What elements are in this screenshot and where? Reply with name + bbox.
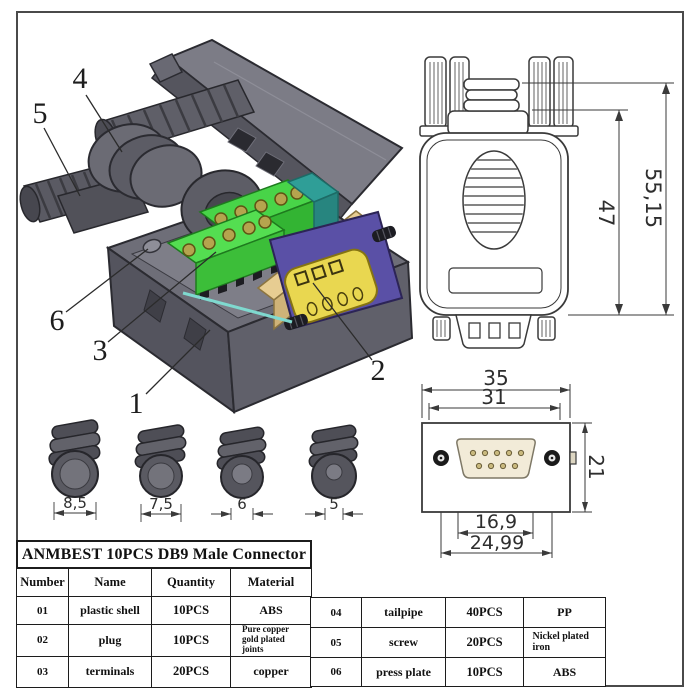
cell-material: ABS [230, 596, 312, 625]
parts-table-left: Number Name Quantity Material 01 plastic… [16, 568, 312, 688]
cell-material: Nickel plated iron [523, 627, 606, 658]
grommet-dim-arrows [54, 510, 353, 517]
dim-pin-span-label: 16,9 [475, 511, 517, 533]
cell-material: PP [523, 597, 606, 628]
header-quantity: Quantity [151, 568, 231, 597]
table-row: 05 screw 20PCS Nickel plated iron [310, 627, 606, 658]
callout-4: 4 [73, 62, 88, 95]
dim-screw-span-label: 24,99 [470, 532, 524, 554]
table-row: 06 press plate 10PCS ABS [310, 657, 606, 687]
grommet-6 [216, 426, 267, 499]
callout-3: 3 [93, 334, 108, 367]
mounting-screws [433, 450, 560, 466]
grommet-6-label: 6 [237, 495, 247, 513]
table-row: 01 plastic shell 10PCS ABS [16, 596, 312, 625]
header-number: Number [16, 568, 69, 597]
top-view-dimensions [522, 82, 674, 316]
cell-name: press plate [361, 657, 446, 687]
dim-inner-width-label: 31 [481, 385, 506, 409]
grommet-85 [48, 419, 101, 498]
callout-leaders [43, 94, 373, 395]
cell-number: 04 [310, 597, 362, 628]
callout-5: 5 [33, 97, 48, 130]
cell-name: plastic shell [68, 596, 152, 625]
front-view-figure: 35 31 21 16,9 24,99 [421, 366, 608, 558]
table-title: ANMBEST 10PCS DB9 Male Connector [16, 540, 312, 569]
dim-total-height-label: 55,15 [641, 168, 665, 228]
callout-1: 1 [129, 387, 144, 420]
jack-screws-part [284, 225, 396, 331]
side-tab [569, 451, 577, 465]
cell-name: tailpipe [361, 597, 446, 628]
cell-number: 06 [310, 657, 362, 687]
pin-holes [469, 449, 525, 470]
cell-name: screw [361, 627, 446, 658]
cell-name: plug [68, 624, 152, 657]
grommet-5-label: 5 [329, 495, 339, 513]
grommet-75 [134, 424, 187, 498]
cell-number: 05 [310, 627, 362, 658]
dim-height-label: 21 [584, 454, 608, 479]
shell-top [419, 132, 569, 316]
top-view-arrows [615, 83, 670, 315]
table-row: 03 terminals 20PCS copper [16, 655, 312, 688]
terminal-blocks-part [166, 172, 340, 300]
plug-rear [432, 314, 556, 349]
top-view-figure: 47 55,15 [419, 56, 674, 349]
cell-material: ABS [523, 657, 606, 687]
cell-material: Pure copper gold plated joints [230, 624, 312, 657]
header-name: Name [68, 568, 152, 597]
front-view-arrows [422, 387, 588, 556]
grommet-5 [308, 424, 359, 499]
table-header-row: Number Name Quantity Material [16, 568, 312, 597]
cell-number: 02 [16, 624, 69, 657]
cell-quantity: 40PCS [445, 597, 524, 628]
gland-top [447, 78, 529, 136]
exploded-view-figure: 4 5 6 3 1 2 [19, 38, 414, 420]
grommet-75-label: 7,5 [149, 495, 173, 513]
cell-material-text: Pure copper gold plated joints [242, 624, 289, 654]
cell-name: terminals [68, 655, 152, 688]
cell-quantity: 10PCS [151, 624, 231, 657]
callout-2: 2 [371, 354, 386, 387]
table-row: 02 plug 10PCS Pure copper gold plated jo… [16, 624, 312, 657]
callout-6: 6 [50, 304, 65, 337]
dim-outer-width-label: 35 [483, 366, 508, 390]
cell-quantity: 10PCS [445, 657, 524, 687]
dsub-insert [456, 438, 536, 479]
cell-number: 03 [16, 655, 69, 688]
table-row: 04 tailpipe 40PCS PP [310, 597, 606, 628]
cell-quantity: 20PCS [445, 627, 524, 658]
cell-number: 01 [16, 596, 69, 625]
header-material: Material [230, 568, 312, 597]
db9-plug-part [284, 248, 378, 324]
teal-strip-detail [182, 291, 293, 324]
cell-quantity: 10PCS [151, 596, 231, 625]
dim-inner-height-label: 47 [594, 200, 618, 227]
parts-table-right: 04 tailpipe 40PCS PP 05 screw 20PCS Nick… [310, 597, 606, 687]
grommet-sizes-figure: 8,5 7,5 6 5 [48, 419, 363, 522]
cell-quantity: 20PCS [151, 655, 231, 688]
grommet-85-label: 8,5 [63, 494, 87, 512]
cell-material-text: Nickel plated iron [532, 631, 589, 653]
cell-material: copper [230, 655, 312, 688]
